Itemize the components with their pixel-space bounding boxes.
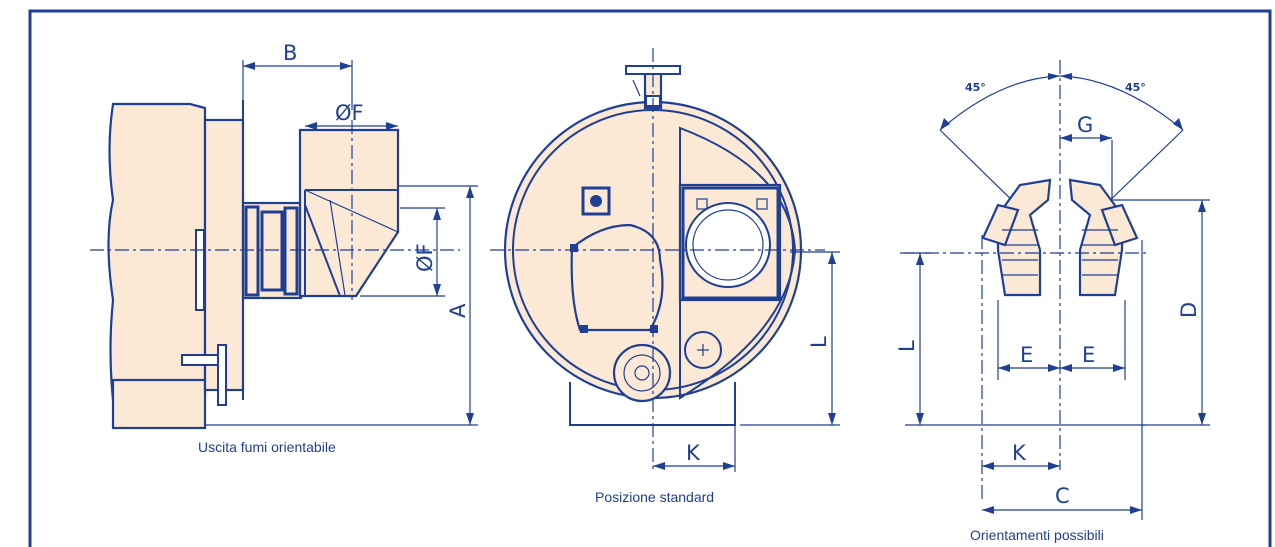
dim-g: G [1077, 113, 1093, 137]
caption-side-view: Uscita fumi orientabile [198, 439, 336, 455]
dim-e-left: E [1020, 343, 1033, 367]
caption-orientation-view: Orientamenti possibili [970, 527, 1104, 543]
dim-f-top: ØF [335, 101, 364, 125]
dim-e-right: E [1082, 343, 1095, 367]
angle-left: 45° [965, 81, 986, 94]
side-view: B ØF ØF A Uscita fumi orientabile [90, 41, 478, 455]
dim-l-center: L [807, 336, 831, 348]
front-view: L K Posizione standard [490, 48, 840, 505]
dim-f-side: ØF [413, 243, 437, 272]
dim-k-center: K [686, 441, 701, 465]
dim-c: C [1055, 484, 1070, 508]
caption-front-view: Posizione standard [595, 489, 714, 505]
angle-right: 45° [1125, 81, 1146, 94]
drawing-frame [28, 9, 1272, 547]
dim-l-right: L [895, 340, 919, 352]
dim-b: B [283, 41, 297, 65]
dim-d: D [1177, 302, 1201, 318]
dim-k-right: K [1012, 441, 1027, 465]
orientation-view: 45° 45° G D [895, 60, 1210, 543]
dim-a: A [446, 303, 470, 318]
